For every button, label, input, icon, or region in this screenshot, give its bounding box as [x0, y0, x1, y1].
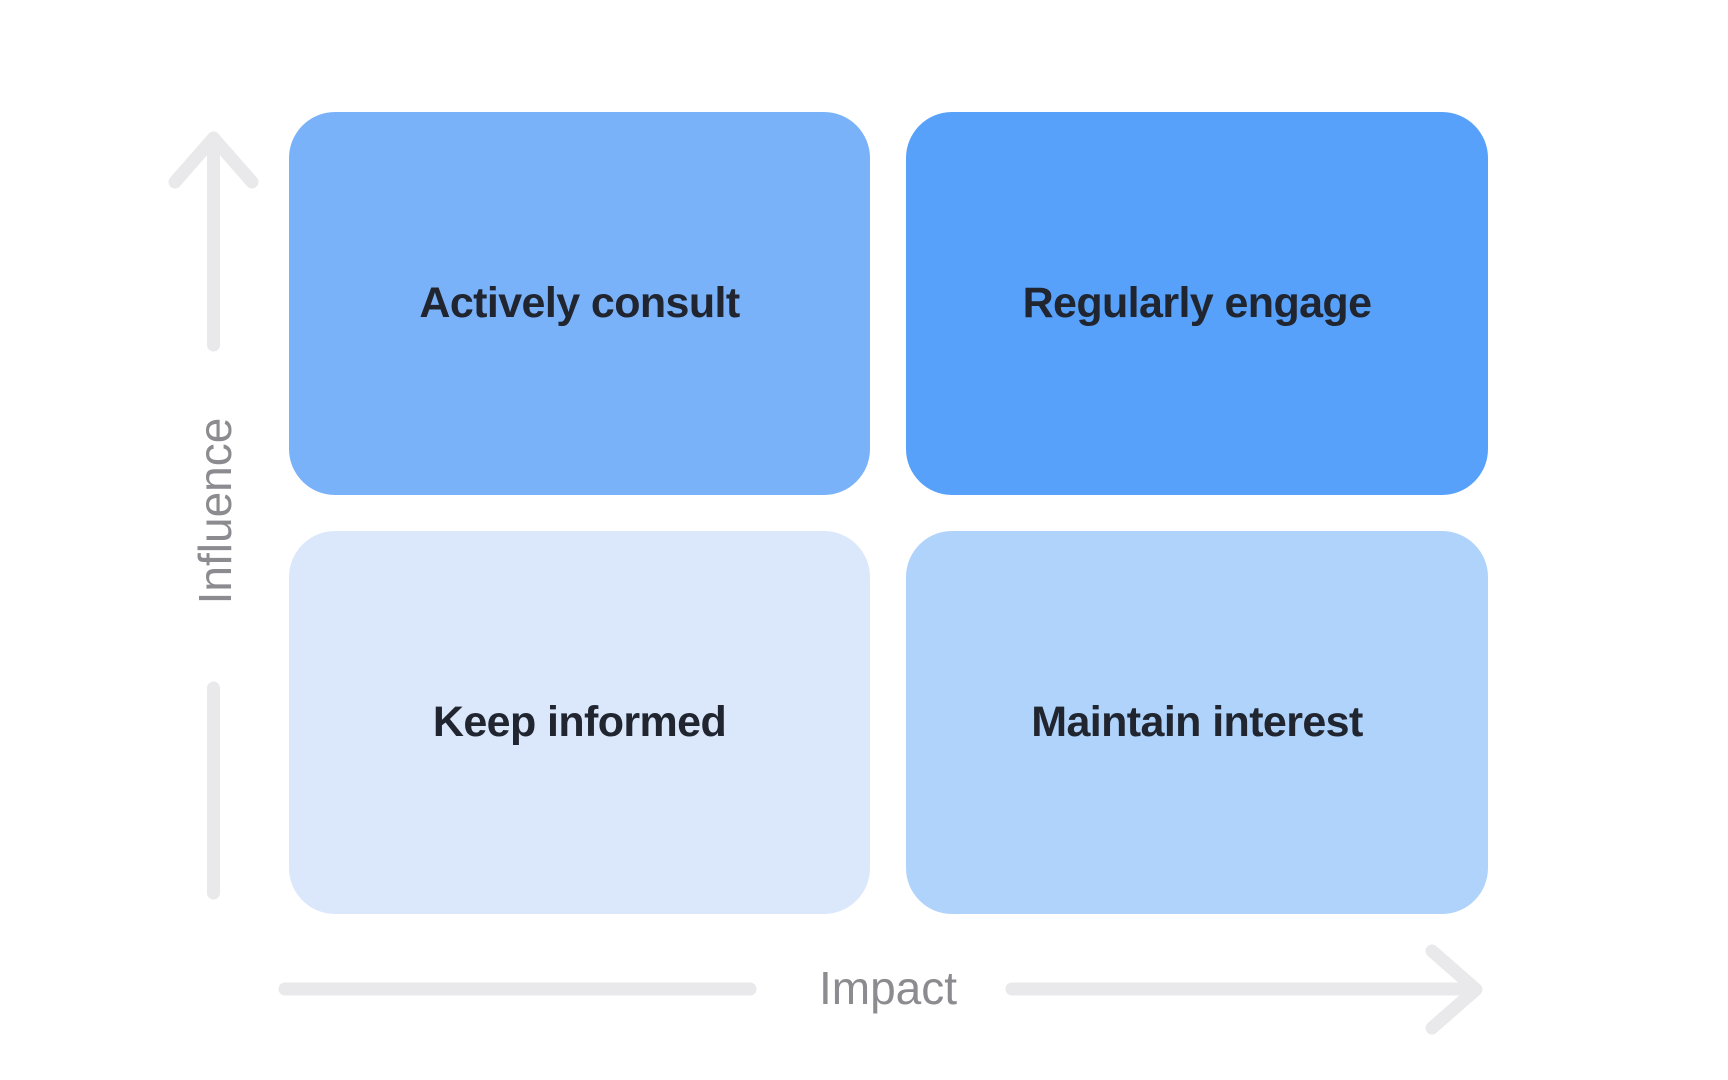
quadrant-actively-consult: Actively consult [289, 112, 870, 495]
quadrant-label: Keep informed [432, 698, 727, 746]
quadrant-regularly-engage: Regularly engage [906, 112, 1488, 495]
quadrant-keep-informed: Keep informed [289, 531, 870, 914]
quadrant-label: Regularly engage [1022, 279, 1372, 327]
x-axis-label: Impact [818, 962, 958, 1014]
quadrant-label: Maintain interest [1031, 698, 1363, 746]
y-axis-label: Influence [189, 417, 241, 605]
quadrant-maintain-interest: Maintain interest [906, 531, 1488, 914]
x-axis-arrowhead-icon [1425, 944, 1483, 1035]
y-axis-arrowhead-icon [168, 131, 259, 189]
quadrant-label: Actively consult [419, 279, 740, 327]
